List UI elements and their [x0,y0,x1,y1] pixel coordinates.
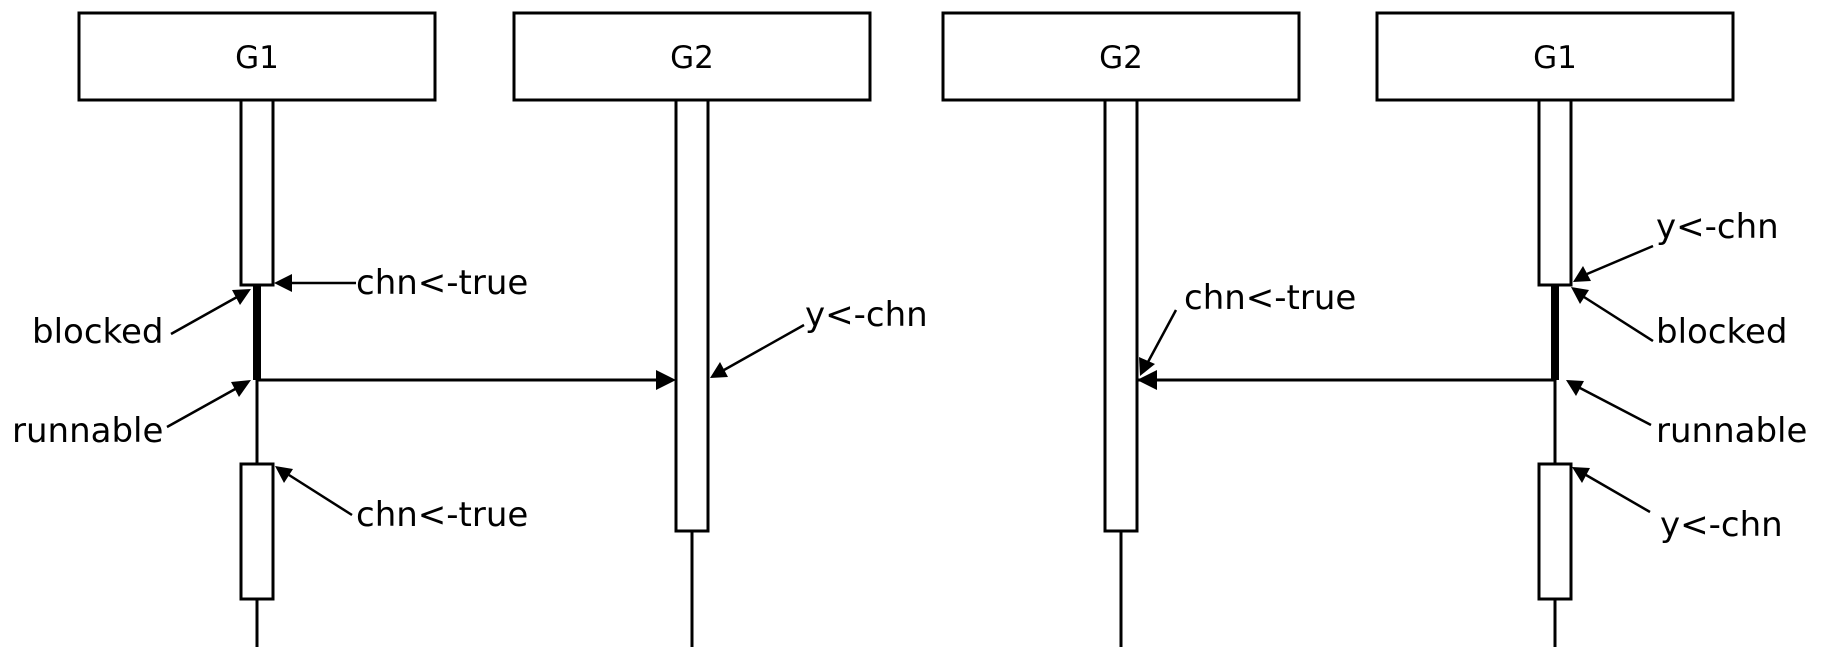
right-runnable-arrowhead [1566,380,1584,396]
left-sequence-diagram: G1 G2 chn<-true blocked y<-chn runnable … [12,11,928,647]
right-blocked-pointer [1583,295,1654,343]
right-chn-true-arrowhead [1139,357,1155,376]
right-label-runnable: runnable [1656,411,1807,451]
left-label-chn-true-2: chn<-true [356,495,528,535]
right-label-y-chn-1: y<-chn [1656,207,1779,247]
right-participant-box-g1 [1375,11,1735,102]
left-participant-box-g1 [77,11,437,102]
left-blocked-arrowhead [232,289,251,305]
right-g1-activation-bottom [1537,462,1573,601]
right-y-chn-1-arrowhead [1573,266,1591,282]
right-participant-g1-title: G1 [1533,40,1577,76]
left-g1-activation-top [239,98,275,287]
left-chn-true-2-arrowhead [275,466,293,483]
right-label-blocked: blocked [1656,312,1788,352]
right-label-y-chn-2: y<-chn [1660,505,1783,545]
right-runnable-pointer [1579,386,1652,427]
right-participant-g2-title: G2 [1099,40,1143,76]
right-y-chn-1-pointer [1586,244,1654,276]
right-g1-activation-top [1537,98,1573,287]
left-label-y-chn: y<-chn [805,295,928,335]
right-y-chn-2-pointer [1585,473,1651,514]
left-message-arrowhead [656,370,676,390]
left-chn-true-arrowhead [274,274,292,292]
right-g2-activation [1103,98,1139,533]
right-sequence-diagram: G2 G1 y<-chn chn<-true blocked runnable … [941,11,1807,647]
left-runnable-pointer [166,386,238,429]
left-g2-activation [674,98,710,533]
left-y-chn-pointer [723,323,805,372]
right-message-arrowhead [1137,370,1157,390]
right-label-chn-true: chn<-true [1184,278,1356,318]
left-participant-g1-title: G1 [235,40,279,76]
left-g1-activation-bottom [239,462,275,601]
left-blocked-pointer [170,295,238,336]
left-runnable-arrowhead [231,380,251,397]
left-label-chn-true-1: chn<-true [356,263,528,303]
left-chn-true-2-pointer [288,473,353,517]
left-participant-g2-title: G2 [670,40,714,76]
left-y-chn-arrowhead [710,362,728,378]
left-label-runnable: runnable [12,411,163,451]
right-y-chn-2-arrowhead [1572,467,1590,483]
right-chn-true-pointer [1146,309,1178,363]
left-participant-box-g2 [512,11,872,102]
left-label-blocked: blocked [32,312,164,352]
right-blocked-arrowhead [1571,287,1589,304]
